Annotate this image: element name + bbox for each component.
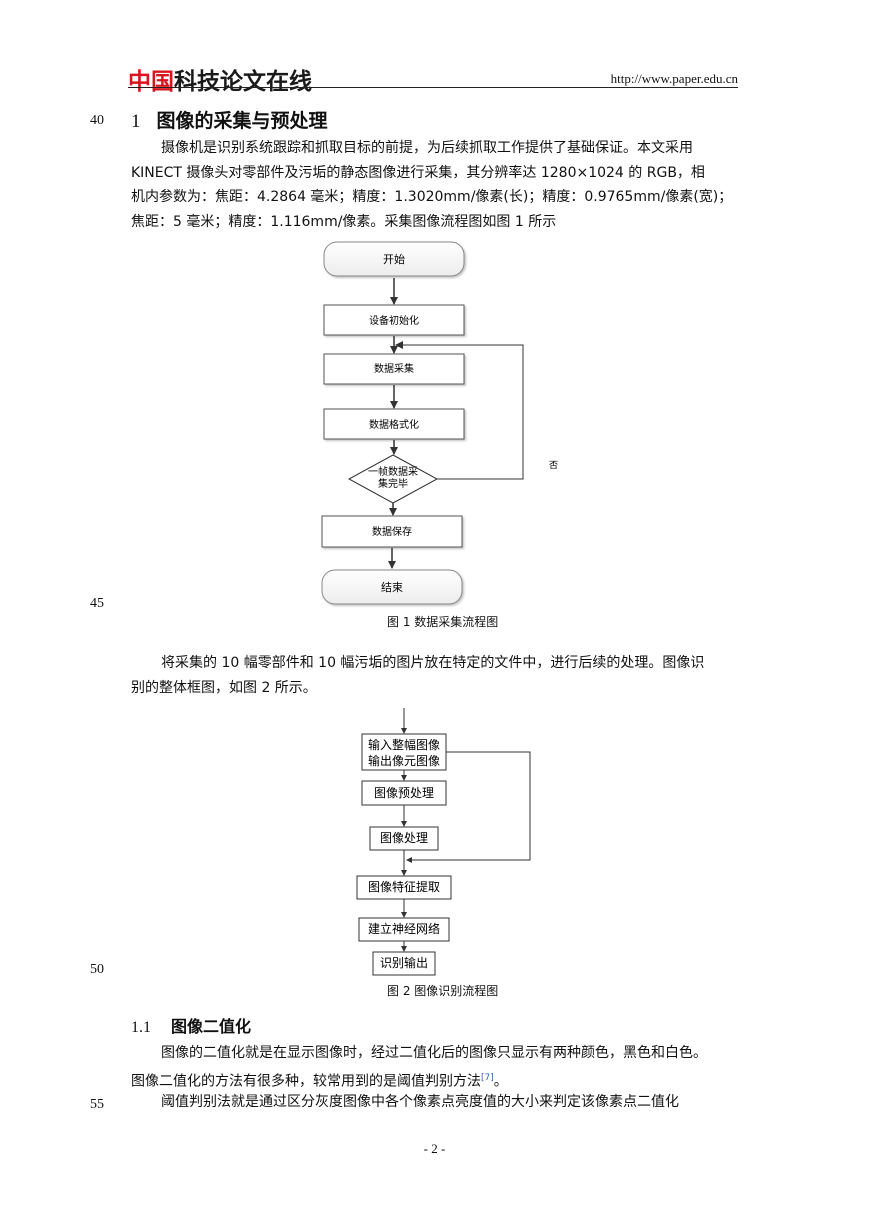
citation-link[interactable]: [7] — [481, 1072, 494, 1083]
figure1-flowchart: 开始 设备初始化 数据采集 数据格式化 一帧数据采 集完毕 否 数据保存 结束 — [321, 241, 558, 605]
paragraph-line: 。 — [493, 1073, 508, 1090]
journal-logo: 中国科技论文在线 — [128, 69, 312, 95]
save-node — [321, 515, 463, 548]
format-node — [323, 408, 465, 440]
network-node-label: 建立神经网络 — [368, 921, 440, 936]
init-node — [323, 304, 465, 336]
decision-node-label: 集完毕 — [378, 477, 408, 490]
paragraph-line: 图像二值化的方法有很多种，较常用到的是阈值判别方法 — [131, 1073, 481, 1090]
input-node-label: 输入整幅图像 — [368, 737, 440, 752]
paragraph-figure2-intro: 将采集的 10 幅零部件和 10 幅污垢的图片放在特定的文件中，进行后续的处理。… — [131, 651, 739, 700]
start-node-label: 开始 — [383, 252, 405, 266]
page-number: - 2 - — [423, 1141, 446, 1156]
no-label: 否 — [549, 460, 558, 471]
paragraph-intro: 摄像机是识别系统跟踪和抓取目标的前提，为后续抓取工作提供了基础保证。本文采用 K… — [131, 136, 739, 234]
loop-arrow — [406, 751, 531, 863]
preprocess-node — [361, 780, 447, 806]
format-node-label: 数据格式化 — [369, 418, 419, 431]
output-node — [372, 951, 436, 976]
line-number-45: 45 — [90, 596, 104, 611]
paragraph-line: 将采集的 10 幅零部件和 10 幅污垢的图片放在特定的文件中，进行后续的处理。… — [161, 655, 705, 671]
output-node-label: 识别输出 — [380, 955, 428, 970]
input-node-label: 输出像元图像 — [368, 753, 440, 768]
loop-arrow — [395, 341, 524, 480]
end-node — [321, 569, 463, 605]
line-number-50: 50 — [90, 962, 104, 977]
paragraph-line: 焦距：5 毫米；精度：1.116mm/像素。采集图像流程图如图 1 所示 — [131, 213, 557, 230]
figure2-caption: 图 2 图像识别流程图 — [387, 984, 499, 998]
input-node — [361, 733, 447, 771]
init-node-label: 设备初始化 — [369, 314, 419, 327]
collect-node-label: 数据采集 — [374, 362, 414, 375]
process-node-label: 图像处理 — [380, 831, 428, 845]
line-number-40: 40 — [90, 113, 104, 128]
paragraph-line: 摄像机是识别系统跟踪和抓取目标的前提，为后续抓取工作提供了基础保证。本文采用 — [161, 140, 693, 156]
feature-node-label: 图像特征提取 — [368, 879, 440, 894]
paragraph-line: KINECT 摄像头对零部件及污垢的静态图像进行采集，其分辨率达 1280×10… — [131, 164, 705, 181]
line-number-55: 55 — [90, 1097, 104, 1112]
save-node-label: 数据保存 — [372, 525, 412, 538]
preprocess-node-label: 图像预处理 — [374, 786, 434, 800]
paragraph-line: 图像的二值化就是在显示图像时，经过二值化后的图像只显示有两种颜色，黑色和白色。 — [161, 1045, 707, 1061]
header-rule — [128, 87, 738, 88]
figure2-flowchart: 输入整幅图像 输出像元图像 图像预处理 图像处理 图像特征提取 建立神经网络 识… — [356, 708, 531, 976]
start-node — [323, 241, 465, 277]
paragraph-line: 机内参数为：焦距：4.2864 毫米；精度：1.3020mm/像素(长)；精度：… — [131, 189, 733, 205]
decision-node-label: 一帧数据采 — [368, 465, 418, 478]
paragraph-threshold: 阈值判别法就是通过区分灰度图像中各个像素点亮度值的大小来判定该像素点二值化 — [131, 1090, 739, 1115]
figure1-caption: 图 1 数据采集流程图 — [387, 615, 499, 629]
header-url[interactable]: http://www.paper.edu.cn — [610, 71, 738, 86]
collect-node — [323, 353, 465, 385]
paragraph-line: 别的整体框图，如图 2 所示。 — [131, 679, 317, 696]
end-node-label: 结束 — [381, 581, 403, 594]
paragraph-binarization: 图像的二值化就是在显示图像时，经过二值化后的图像只显示有两种颜色，黑色和白色。 … — [131, 1041, 739, 1094]
paragraph-line: 阈值判别法就是通过区分灰度图像中各个像素点亮度值的大小来判定该像素点二值化 — [161, 1094, 679, 1110]
